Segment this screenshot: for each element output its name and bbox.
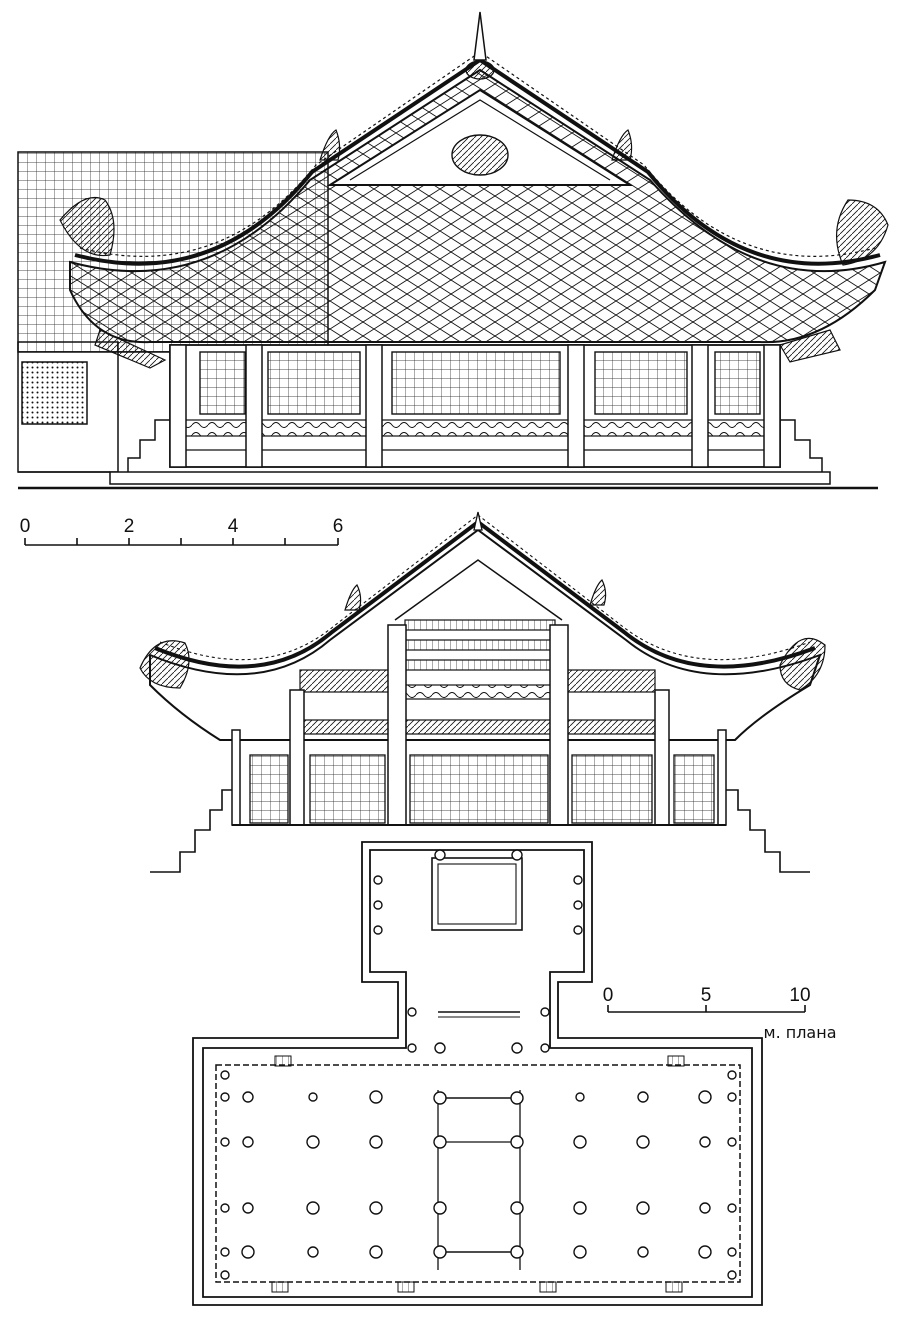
- floor-plan: [192, 841, 763, 1306]
- scale-bar-elevation: 0 2 4 6: [20, 516, 344, 546]
- plan-scale-tick-label: 10: [789, 985, 810, 1006]
- plan-scale-caption: м. плана: [764, 1023, 837, 1042]
- scale-bar-plan: 0 5 10 м. плана: [603, 985, 837, 1042]
- main-roof: [59, 11, 889, 369]
- cross-section: [139, 511, 826, 873]
- facade: [18, 344, 878, 490]
- scale-tick-label: 4: [228, 516, 239, 537]
- plan-scale-tick-label: 5: [701, 985, 712, 1006]
- scale-tick-label: 6: [333, 516, 344, 537]
- scale-tick-label: 0: [20, 516, 31, 537]
- front-elevation: [17, 11, 889, 490]
- scale-tick-label: 2: [124, 516, 135, 537]
- plan-scale-tick-label: 0: [603, 985, 614, 1006]
